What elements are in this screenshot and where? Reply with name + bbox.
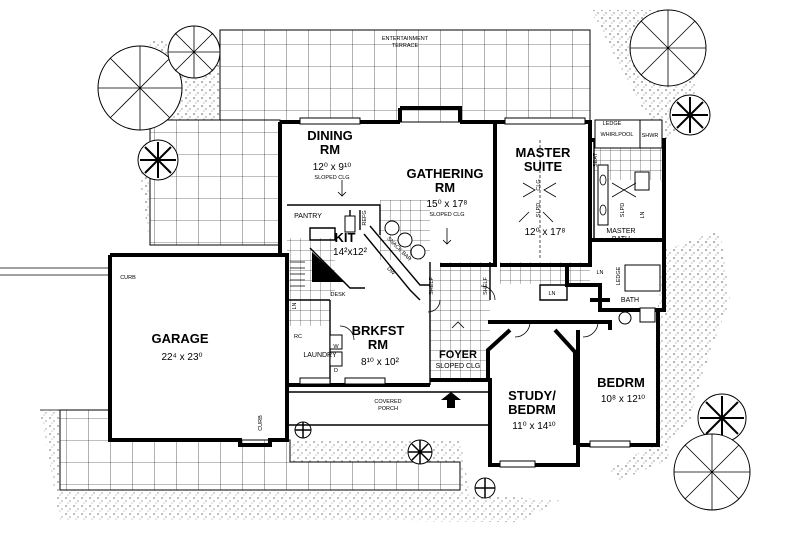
garage-title: GARAGE bbox=[151, 331, 208, 346]
gathering-title-2: RM bbox=[435, 180, 455, 195]
shrub-icon bbox=[669, 94, 711, 136]
clg-label: CLG bbox=[536, 179, 542, 190]
windows bbox=[299, 117, 631, 468]
laundry-label: LAUNDRY bbox=[303, 352, 337, 359]
dw-label: DW bbox=[385, 266, 396, 277]
bedrm-title: BEDRM bbox=[597, 375, 645, 390]
ln-master-label: LN bbox=[640, 211, 646, 218]
dining-note: SLOPED CLG bbox=[314, 175, 349, 181]
gathering-dim: 15⁰ x 17⁸ bbox=[426, 199, 467, 210]
bedrm-dim: 10⁸ x 12¹⁰ bbox=[601, 394, 645, 405]
refg-label: REFG bbox=[362, 210, 368, 225]
dining-title-2: RM bbox=[320, 142, 340, 157]
study-title-1: STUDY/ bbox=[508, 388, 556, 403]
master-suite-title-2: SUITE bbox=[524, 159, 563, 174]
kitchen-dim: 14²x12² bbox=[333, 247, 368, 258]
master-bath-2: BATH bbox=[612, 236, 630, 243]
w-label: W bbox=[333, 344, 339, 350]
curb-bottom-label: CURB bbox=[258, 415, 264, 431]
foyer-title: FOYER bbox=[439, 349, 477, 361]
porch-label-2: PORCH bbox=[378, 406, 398, 412]
dining-title-1: DINING bbox=[307, 128, 353, 143]
tree-icon bbox=[673, 433, 751, 511]
slpd-right-label: SLPD bbox=[620, 203, 626, 217]
kitchen-title: KIT bbox=[335, 230, 356, 245]
tree-icon bbox=[97, 45, 183, 131]
terrace-label-1: ENTERTAINMENT bbox=[382, 36, 429, 42]
master-suite-dim: 12⁰ x 17⁸ bbox=[524, 227, 565, 238]
shrub-icon bbox=[407, 439, 433, 465]
terrace-label-2: TERRACE bbox=[392, 43, 419, 49]
ledge-top-label: LEDGE bbox=[603, 121, 622, 127]
tree-icon bbox=[167, 25, 221, 79]
study-title-2: BEDRM bbox=[508, 402, 556, 417]
foyer-note: SLOPED CLG bbox=[436, 363, 481, 370]
shrub-icon bbox=[697, 393, 747, 443]
seat-label: SEAT bbox=[593, 152, 599, 167]
garage-dim: 22⁴ x 23⁰ bbox=[161, 352, 202, 363]
driveway bbox=[0, 267, 110, 411]
brkfst-title-1: BRKFST bbox=[352, 323, 405, 338]
door-swings bbox=[339, 140, 599, 341]
shelf-right-label: SHELF bbox=[483, 276, 489, 294]
shrub-icon bbox=[474, 477, 496, 499]
brkfst-title-2: RM bbox=[368, 337, 388, 352]
master-bath-1: MASTER bbox=[606, 228, 635, 235]
shwr-label: SHWR bbox=[642, 133, 659, 139]
dining-dim: 12⁰ x 9¹⁰ bbox=[313, 162, 352, 173]
pantry-label: PANTRY bbox=[294, 213, 322, 220]
bath-label: BATH bbox=[621, 297, 639, 304]
trees bbox=[97, 9, 751, 511]
kitchen-fixtures bbox=[309, 210, 430, 301]
whirlpool-label: WHIRLPOOL bbox=[600, 132, 633, 138]
rc-label: RC bbox=[294, 334, 302, 340]
stairs bbox=[290, 261, 305, 287]
gathering-title-1: GATHERING bbox=[406, 166, 483, 181]
brkfst-dim: 8¹⁰ x 10² bbox=[361, 357, 400, 368]
interior-walls bbox=[287, 122, 664, 445]
slpd-left-label: SLPD bbox=[536, 203, 542, 217]
gathering-note: SLOPED CLG bbox=[429, 212, 464, 218]
ln-hall-label: LN bbox=[548, 291, 555, 297]
arrows bbox=[337, 180, 637, 329]
d-label: D bbox=[334, 368, 338, 374]
entry-arrow-icon bbox=[441, 392, 461, 408]
curb-top-label: CURB bbox=[120, 275, 136, 281]
bath-fixtures bbox=[594, 119, 663, 325]
porch-label-1: COVERED bbox=[374, 399, 401, 405]
ledge-bath-label: LEDGE bbox=[616, 266, 622, 285]
desk-label: DESK bbox=[331, 292, 346, 298]
tree-icon bbox=[629, 9, 707, 87]
ln-bath-label: LN bbox=[596, 270, 603, 276]
master-suite-title-1: MASTER bbox=[516, 145, 572, 160]
shrub-icon bbox=[294, 421, 312, 439]
shrub-icon bbox=[137, 139, 179, 181]
study-dim: 11⁰ x 14¹⁰ bbox=[512, 421, 555, 432]
laundry-fixtures bbox=[329, 334, 343, 367]
shelf-left-label: SHELF bbox=[429, 276, 435, 294]
ln-laundry-label: LN bbox=[292, 302, 298, 309]
